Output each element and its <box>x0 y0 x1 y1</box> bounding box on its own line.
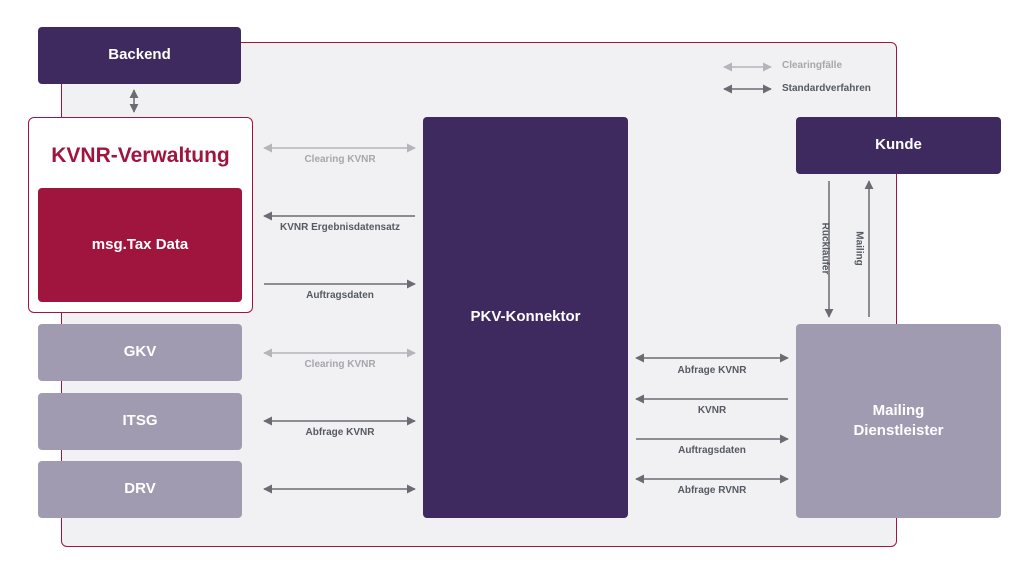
edge-label-clearing-kvnr-gkv: Clearing KVNR <box>304 359 376 370</box>
gkv-box: GKV <box>38 324 242 381</box>
edge-label-ruecklaeufer: Rückläufer <box>819 222 831 275</box>
kvnr-verwaltung-title: KVNR-Verwaltung <box>51 144 230 167</box>
edge-label-abfrage-rvnr: Abfrage RVNR <box>677 485 747 496</box>
kunde-label: Kunde <box>875 136 922 154</box>
edge-label-abfrage-kvnr-right: Abfrage KVNR <box>677 365 747 376</box>
pkv-konnektor-box: PKV-Konnektor <box>423 117 628 518</box>
edge-label-mailing: Mailing <box>853 231 865 266</box>
mailing-dienstleister-label-line1: Mailing <box>872 401 925 419</box>
drv-label: DRV <box>124 480 156 498</box>
edge-label-kvnr-right: KVNR <box>697 405 727 416</box>
edge-label-kvnr-ergebnisdatensatz: KVNR Ergebnisdatensatz <box>279 222 401 233</box>
edge-label-clearing-kvnr-top: Clearing KVNR <box>304 154 376 165</box>
legend-clearing-label: Clearingfälle <box>782 60 843 71</box>
backend-label: Backend <box>108 46 171 64</box>
edge-label-auftragsdaten-left: Auftragsdaten <box>306 290 374 301</box>
itsg-label: ITSG <box>122 412 158 430</box>
itsg-box: ITSG <box>38 393 242 450</box>
msg-tax-data-box: msg.Tax Data <box>38 188 242 302</box>
mailing-dienstleister-box: Mailing Dienstleister <box>796 324 1001 518</box>
drv-box: DRV <box>38 461 242 518</box>
mailing-dienstleister-label-line2: Dienstleister <box>853 422 944 439</box>
edge-label-abfrage-kvnr-itsg: Abfrage KVNR <box>305 427 375 438</box>
msg-tax-data-label: msg.Tax Data <box>91 235 189 253</box>
kunde-box: Kunde <box>796 117 1001 174</box>
gkv-label: GKV <box>123 343 157 361</box>
backend-box: Backend <box>38 27 241 84</box>
pkv-konnektor-label: PKV-Konnektor <box>470 308 581 326</box>
legend-standard-label: Standardverfahren <box>782 83 871 94</box>
edge-label-auftragsdaten-right: Auftragsdaten <box>678 445 746 456</box>
